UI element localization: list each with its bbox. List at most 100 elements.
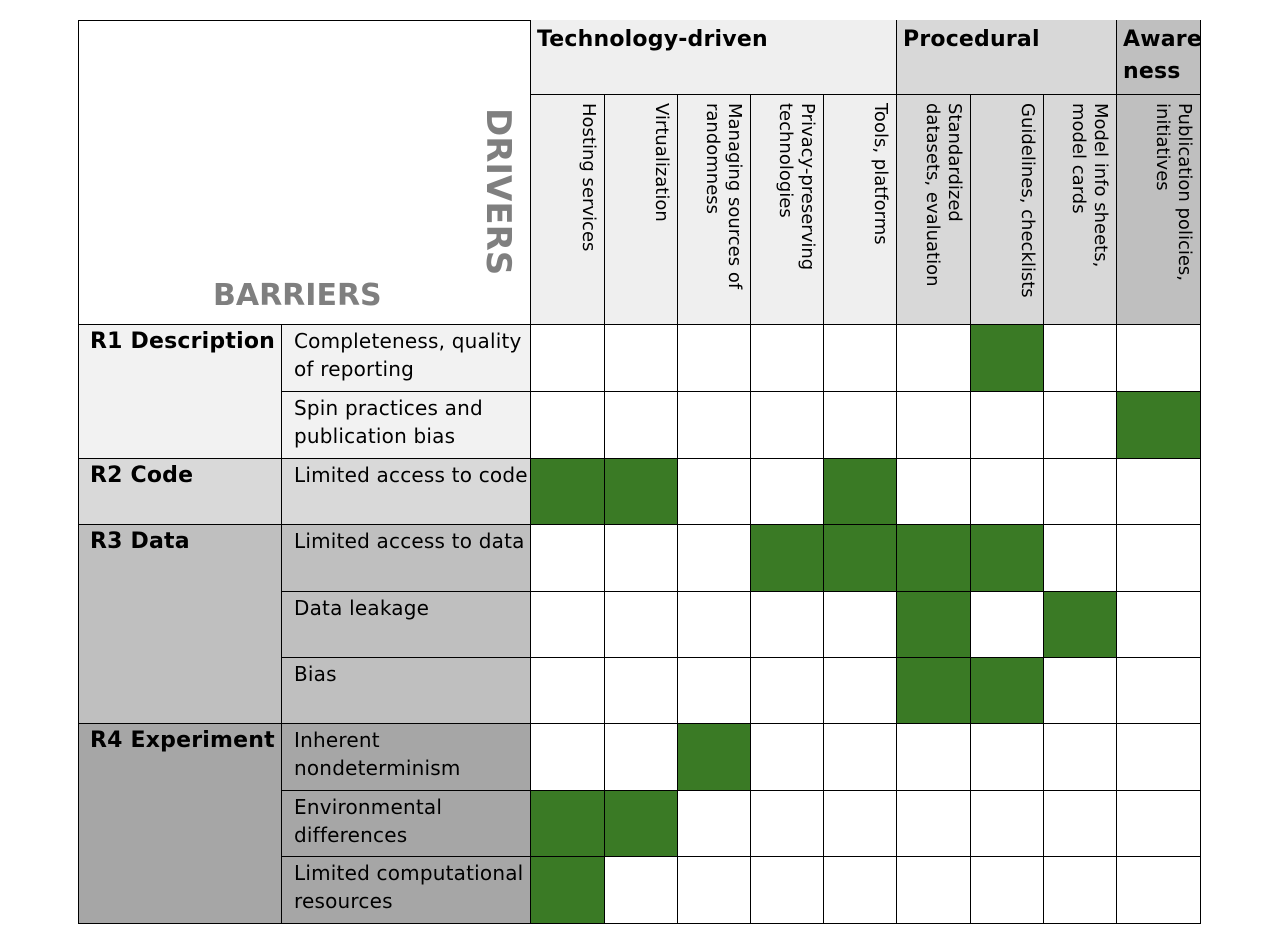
matrix-cell-empty (1117, 459, 1201, 525)
matrix-cell-empty (751, 724, 824, 791)
barrier-cell (282, 525, 531, 592)
matrix-cell-empty (605, 392, 678, 459)
category-cell (78, 459, 282, 525)
matrix-cell-empty (531, 658, 605, 724)
barrier-label: Data leakage (294, 596, 430, 620)
matrix-cell-empty (1044, 791, 1117, 857)
driver-header (897, 95, 971, 325)
matrix-cell-empty (751, 592, 824, 658)
matrix-cell-marked (531, 459, 605, 525)
category-cell (78, 525, 282, 724)
matrix-cell-empty (824, 791, 897, 857)
matrix-cell-marked (1117, 392, 1201, 459)
barrier-cell (282, 791, 531, 857)
corner-cell (78, 20, 531, 325)
barrier-cell (282, 658, 531, 724)
barrier-label: Limited access to data (294, 529, 525, 553)
barrier-label: Spin practices and publication bias (294, 396, 483, 448)
matrix-cell-empty (531, 325, 605, 392)
matrix-cell-empty (1044, 658, 1117, 724)
matrix-cell-empty (1044, 724, 1117, 791)
matrix-cell-empty (897, 459, 971, 525)
driver-header-label: Publication policies, initiatives (1152, 103, 1195, 282)
matrix-cell-empty (678, 791, 751, 857)
matrix-cell-empty (824, 857, 897, 924)
matrix-cell-empty (605, 325, 678, 392)
category-cell (78, 724, 282, 924)
driver-header-label: Hosting services (578, 103, 599, 252)
driver-header-label: Tools, platforms (870, 103, 891, 245)
matrix-cell-marked (1044, 592, 1117, 658)
category-label: R2 Code (90, 463, 194, 488)
matrix-cell-empty (678, 857, 751, 924)
matrix-cell-empty (751, 791, 824, 857)
matrix-cell-empty (1117, 525, 1201, 592)
matrix-cell-empty (531, 392, 605, 459)
driver-header (1044, 95, 1117, 325)
matrix-cell-empty (971, 459, 1044, 525)
driver-header (1117, 95, 1201, 325)
matrix-cell-marked (678, 724, 751, 791)
barrier-cell (282, 724, 531, 791)
matrix-cell-empty (897, 857, 971, 924)
matrix-cell-empty (897, 791, 971, 857)
driver-header-label: Privacy-preserving technologies (775, 103, 818, 271)
matrix-cell-marked (531, 791, 605, 857)
matrix-cell-empty (678, 525, 751, 592)
matrix-cell-marked (751, 525, 824, 592)
matrix-cell-marked (824, 525, 897, 592)
matrix-cell-empty (1044, 325, 1117, 392)
driver-header (971, 95, 1044, 325)
barrier-cell (282, 325, 531, 392)
matrix-cell-empty (1117, 592, 1201, 658)
group-header (1117, 20, 1201, 95)
matrix-cell-empty (605, 525, 678, 592)
matrix-cell-empty (751, 392, 824, 459)
matrix-cell-marked (897, 592, 971, 658)
matrix-cell-empty (751, 325, 824, 392)
driver-header-label: Virtualization (651, 103, 672, 222)
matrix-cell-empty (897, 724, 971, 791)
matrix-cell-empty (971, 392, 1044, 459)
matrix-cell-empty (897, 392, 971, 459)
barrier-label: Environmental differences (294, 795, 443, 847)
matrix-cell-empty (1117, 791, 1201, 857)
barrier-cell (282, 857, 531, 924)
driver-header (531, 95, 605, 325)
matrix-cell-empty (678, 392, 751, 459)
matrix-cell-marked (971, 658, 1044, 724)
barrier-label: Inherent nondeterminism (294, 728, 461, 780)
group-header-label: Procedural (903, 27, 1040, 52)
matrix-cell-empty (605, 724, 678, 791)
barrier-cell (282, 392, 531, 459)
matrix-cell-empty (971, 724, 1044, 791)
matrix-cell-empty (678, 592, 751, 658)
matrix-cell-marked (971, 325, 1044, 392)
matrix-cell-empty (678, 325, 751, 392)
matrix-cell-marked (605, 459, 678, 525)
matrix-cell-empty (1044, 857, 1117, 924)
barrier-label: Limited computational resources (294, 861, 524, 913)
matrix-cell-empty (751, 459, 824, 525)
barrier-label: Bias (294, 662, 337, 686)
matrix-cell-marked (824, 459, 897, 525)
driver-header (605, 95, 678, 325)
matrix-cell-empty (751, 857, 824, 924)
matrix-cell-empty (824, 724, 897, 791)
driver-header (678, 95, 751, 325)
matrix-cell-empty (824, 325, 897, 392)
driver-header-label: Model info sheets, model cards (1068, 103, 1111, 268)
category-label: R3 Data (90, 529, 190, 554)
driver-header-label: Standardized datasets, evaluation (922, 103, 965, 287)
group-header (897, 20, 1117, 95)
matrix-cell-empty (1117, 325, 1201, 392)
barrier-label: Limited access to code (294, 463, 528, 487)
matrix-cell-empty (531, 592, 605, 658)
matrix-cell-empty (605, 658, 678, 724)
matrix-cell-empty (531, 724, 605, 791)
matrix-cell-empty (971, 857, 1044, 924)
matrix-cell-empty (1117, 658, 1201, 724)
matrix-cell-empty (1044, 392, 1117, 459)
barrier-cell (282, 592, 531, 658)
